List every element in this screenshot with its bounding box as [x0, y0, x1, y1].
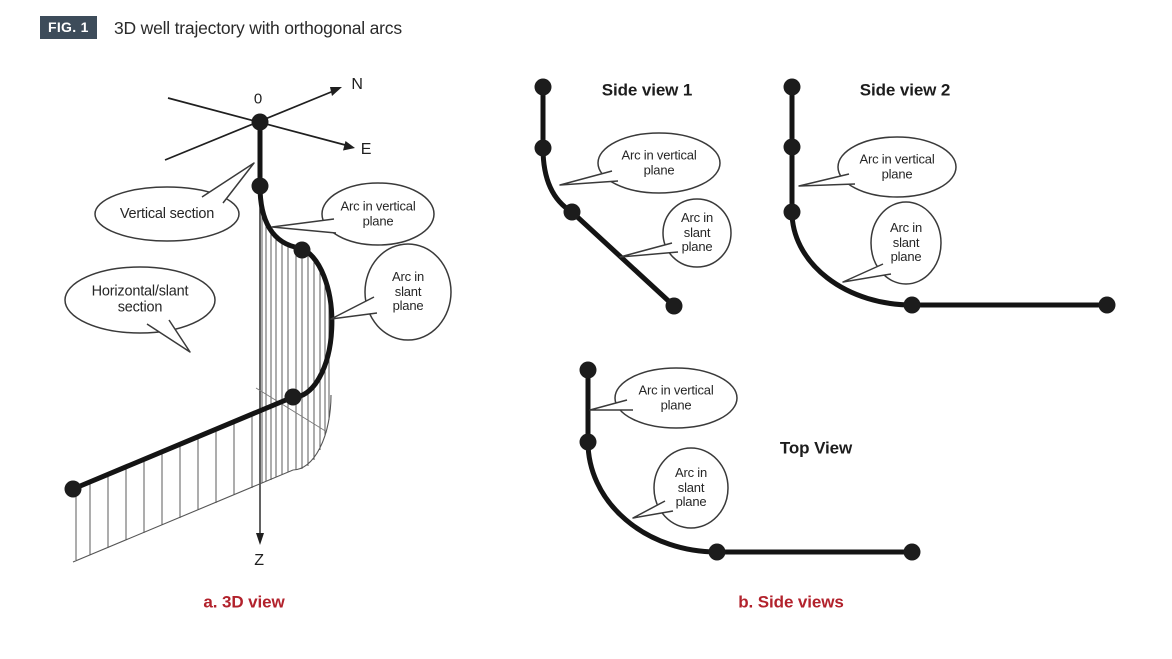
arc-vertical-plane-label: Arc in vertical plane: [340, 198, 416, 228]
panel-b-side-view-2: [783, 78, 1116, 314]
survey-point-dots-top: [579, 361, 921, 561]
side-view-1-title: Side view 1: [601, 80, 693, 100]
callout-bubbles-side2: [798, 136, 957, 285]
callout-tail: [559, 170, 619, 186]
callout-arc-slant: [870, 201, 942, 285]
panel-b-top-view: [579, 361, 921, 561]
callout-arc-vertical: [614, 367, 738, 429]
callout-tail: [146, 319, 191, 353]
horizontal-slant-section-label: Horizontal/slant section: [91, 283, 189, 316]
panel-b-caption: b. Side views: [738, 592, 844, 612]
axis-origin-label: 0: [253, 90, 263, 108]
callout-tail: [271, 218, 337, 234]
callout-arc-vertical: [837, 136, 957, 198]
well-trajectory-3d: [70, 119, 335, 492]
callout-arc-slant: [653, 447, 729, 529]
callout-arc-slant: [364, 243, 452, 341]
survey-point-dots-side2: [783, 78, 1116, 314]
panel-b-side-view-1: [534, 78, 732, 315]
curtain-hatch-lines: [75, 208, 330, 560]
callout-arc-vertical: [597, 132, 721, 194]
panel-a-3d-view: [64, 87, 452, 563]
arc-vertical-plane-label: Arc in vertical plane: [859, 151, 935, 181]
callout-tail: [798, 173, 856, 187]
top-view-trajectory: [585, 367, 915, 555]
vertical-section-label: Vertical section: [119, 205, 215, 222]
axis-north-label: N: [351, 75, 363, 93]
curtain-bottom-edge: [72, 394, 332, 563]
side-view-2-title: Side view 2: [859, 80, 951, 100]
callout-arc-vertical: [321, 182, 435, 246]
callout-bubbles-side1: [559, 132, 732, 268]
arc-slant-plane-label: Arc in slant plane: [674, 464, 708, 510]
side-view-1-trajectory: [540, 84, 677, 309]
survey-point-dots-3d: [64, 113, 311, 498]
arc-vertical-plane-label: Arc in vertical plane: [621, 147, 697, 177]
callout-vertical-section: [94, 186, 240, 242]
top-view-title: Top View: [779, 438, 853, 458]
callout-bubbles-3d: [64, 162, 452, 353]
callout-horizontal-slant: [64, 266, 216, 334]
slant-plane-edge: [255, 387, 328, 433]
callout-arc-slant: [662, 198, 732, 268]
survey-point-dots-side1: [534, 78, 683, 315]
callout-tail: [619, 242, 679, 258]
axis-east-label: E: [360, 140, 372, 158]
figure-number-badge: FIG. 1: [40, 16, 97, 39]
panel-a-caption: a. 3D view: [203, 592, 285, 612]
side-view-2-trajectory: [789, 84, 1110, 308]
axis-north: [164, 87, 342, 161]
callout-tail: [201, 162, 255, 204]
arc-slant-plane-label: Arc in slant plane: [889, 219, 923, 265]
figure-title: 3D well trajectory with orthogonal arcs: [114, 18, 402, 38]
arc-vertical-plane-label: Arc in vertical plane: [638, 382, 714, 412]
callout-bubbles-top: [589, 367, 738, 529]
arc-slant-plane-label: Arc in slant plane: [680, 209, 714, 255]
callout-tail: [632, 500, 674, 519]
axis-down-label: Z: [254, 551, 264, 569]
arc-slant-plane-label: Arc in slant plane: [391, 268, 425, 314]
callout-tail: [589, 399, 633, 411]
callout-tail: [842, 263, 892, 283]
callout-tail: [330, 296, 378, 320]
